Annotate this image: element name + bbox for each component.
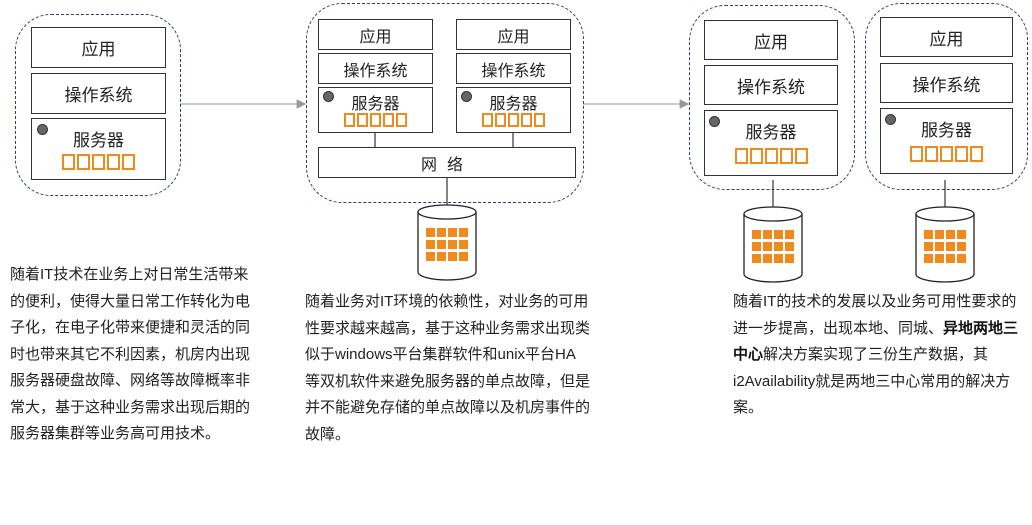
storage-icon (743, 206, 803, 283)
app-box-site-a: 应用 (704, 20, 838, 60)
server-label-b: 服务器 (489, 96, 538, 113)
site-b-group (865, 3, 1028, 190)
server-box-b: 服务器 (456, 87, 571, 133)
app-box-site-b: 应用 (880, 17, 1013, 57)
description-stage3-part2: 解决方案实现了三份生产数据，其i2Availability就是两地三中心常用的解… (733, 346, 1011, 416)
app-box-a: 应用 (318, 19, 433, 50)
storage-icon (915, 206, 975, 283)
os-box-b: 操作系统 (456, 53, 571, 84)
os-box-site-a: 操作系统 (704, 65, 838, 105)
os-box-site-b: 操作系统 (880, 63, 1013, 103)
server-box-site-a: 服务器 (704, 110, 838, 176)
app-box-b: 应用 (456, 19, 571, 50)
status-dot-icon (885, 114, 896, 125)
server-box-a: 服务器 (318, 87, 433, 133)
storage-icon (417, 204, 477, 281)
app-box: 应用 (31, 27, 166, 68)
status-dot-icon (709, 116, 720, 127)
description-stage3-part1: 随着IT的技术的发展以及业务可用性要求的进一步提高，出现本地、同城、 (733, 293, 1017, 337)
server-box-site-b: 服务器 (880, 108, 1013, 174)
status-dot-icon (323, 91, 334, 102)
description-stage2: 随着业务对IT环境的依赖性，对业务的可用性要求越来越高，基于这种业务需求出现类似… (305, 293, 591, 443)
status-dot-icon (461, 91, 472, 102)
server-disk-icons (705, 148, 837, 164)
server-label-site-b: 服务器 (921, 121, 972, 140)
description-stage1: 随着IT技术在业务上对日常生活带来的便利，使得大量日常工作转化为电子化，在电子化… (10, 266, 251, 442)
single-server-group (15, 14, 181, 196)
server-box: 服务器 (31, 118, 166, 180)
description-stage3-highlight: 异地两地三中心 (733, 319, 1019, 364)
status-dot-icon (37, 124, 48, 135)
network-box: 网络 (318, 147, 576, 178)
os-box-a: 操作系统 (318, 53, 433, 84)
server-label-site-a: 服务器 (745, 123, 797, 142)
os-box: 操作系统 (31, 73, 166, 114)
server-label: 服务器 (73, 131, 124, 150)
server-disk-icons (881, 146, 1012, 162)
cluster-group (306, 3, 584, 203)
server-disk-icons (319, 113, 432, 127)
server-disk-icons (32, 154, 165, 170)
description-stage3: 随着IT的技术的发展以及业务可用性要求的进一步提高，出现本地、同城、异地两地三中… (733, 289, 1025, 422)
server-disk-icons (457, 113, 570, 127)
server-label-a: 服务器 (351, 96, 400, 113)
site-a-group (689, 5, 855, 190)
